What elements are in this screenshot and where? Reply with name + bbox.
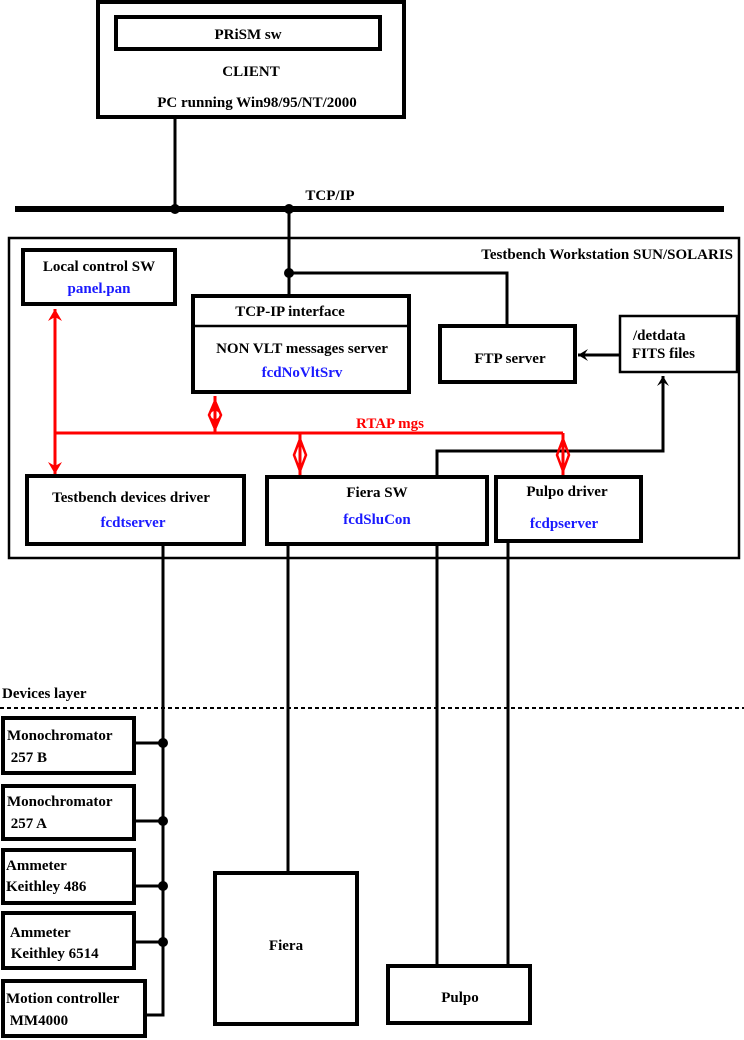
detdata-description: FITS files: [632, 346, 695, 362]
tcpip-interface-box: TCP-IP interface NON VLT messages server…: [191, 294, 411, 394]
rtap-fiera-double-arrow: [292, 433, 308, 476]
device-name: Motion controller: [6, 991, 120, 1007]
device-name: Monochromator: [7, 728, 113, 744]
testbench-driver-title: Testbench devices driver: [52, 490, 210, 506]
pulpo-driver-box: Pulpo driver fcdpserver: [494, 475, 643, 543]
device-name: Monochromator: [7, 794, 113, 810]
tcpip-interface-title: NON VLT messages server: [216, 341, 388, 357]
fiera-hardware-box: Fiera: [213, 871, 359, 1026]
device-name: Ammeter: [7, 925, 71, 941]
device-name: Ammeter: [6, 858, 67, 874]
pulpo-hardware-label: Pulpo: [441, 990, 479, 1006]
rtap-tcpip-double-arrow: [207, 396, 223, 433]
testbench-driver-process: fcdtserver: [101, 515, 166, 531]
fiera-sw-box: Fiera SW fcdSluCon: [265, 475, 489, 546]
device-monochromator-257a: Monochromator 257 A: [1, 784, 136, 841]
device-junction-dot: [158, 881, 168, 891]
fiera-hardware-label: Fiera: [269, 938, 304, 954]
workstation-frame: [7, 236, 741, 560]
ftp-link-line: [289, 271, 509, 326]
testbench-driver-box: Testbench devices driver fcdtserver: [25, 474, 246, 546]
device-model: Keithley 6514: [7, 946, 99, 962]
tcpip-interface-process: fcdNoVltSrv: [262, 365, 343, 381]
tcpip-label: TCP/IP: [305, 188, 354, 204]
device-model: MM4000: [6, 1013, 68, 1029]
tcpip-interface-header: TCP-IP interface: [235, 304, 345, 320]
client-platform-label: PC running Win98/95/NT/2000: [157, 95, 357, 111]
device-junction-dot: [158, 738, 168, 748]
device-bus-line: [145, 544, 165, 1017]
pulpo-hardware-box: Pulpo: [386, 964, 532, 1025]
detdata-box: /detdata FITS files: [618, 314, 739, 374]
devices-layer-label: Devices layer: [2, 686, 87, 702]
fiera-sw-title: Fiera SW: [346, 485, 407, 501]
rtap-pulpo-double-arrow: [555, 433, 571, 476]
detdata-path: /detdata: [632, 328, 686, 344]
device-model: 257 B: [7, 750, 47, 766]
device-motion-controller-mm4000: Motion controller MM4000: [1, 979, 147, 1038]
fiera-to-detdata-arrow: [435, 376, 669, 477]
device-ammeter-keithley-6514: Ammeter Keithley 6514: [1, 911, 136, 970]
local-control-process: panel.pan: [68, 281, 132, 297]
device-ammeter-keithley-486: Ammeter Keithley 486: [1, 848, 136, 905]
device-junction-dot: [158, 937, 168, 947]
local-control-box: Local control SW panel.pan: [21, 248, 177, 306]
device-model: Keithley 486: [6, 879, 87, 895]
client-role-label: CLIENT: [222, 64, 280, 80]
client-box: PRiSM sw CLIENT PC running Win98/95/NT/2…: [96, 0, 406, 119]
local-control-title: Local control SW: [43, 259, 155, 275]
device-junction-dot: [158, 816, 168, 826]
device-model: 257 A: [7, 816, 47, 832]
ftp-server-title: FTP server: [474, 351, 546, 367]
prism-sw-label: PRiSM sw: [214, 27, 281, 43]
pulpo-driver-process: fcdpserver: [530, 516, 599, 532]
pulpo-driver-title: Pulpo driver: [526, 484, 608, 500]
fiera-sw-process: fcdSluCon: [343, 512, 411, 528]
client-junction-dot: [170, 204, 180, 214]
workstation-label: Testbench Workstation SUN/SOLARIS: [481, 247, 733, 263]
device-monochromator-257b: Monochromator 257 B: [1, 716, 136, 775]
ftp-server-box: FTP server: [438, 324, 577, 384]
prism-sw-box: [114, 15, 382, 51]
rtap-label: RTAP mgs: [356, 416, 424, 432]
